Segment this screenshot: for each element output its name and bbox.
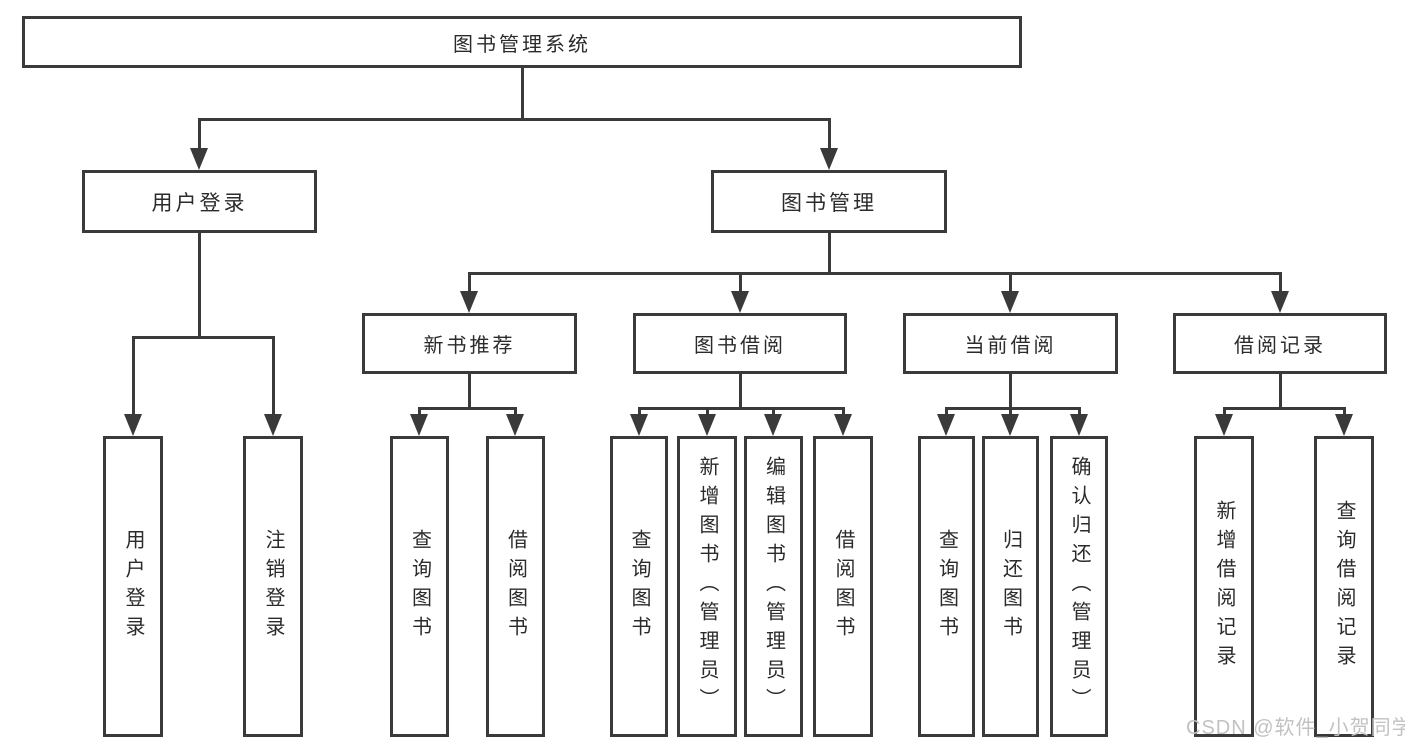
node-label: 图书管理	[781, 191, 877, 215]
connector-drop	[944, 407, 948, 415]
arrowhead-down-icon	[937, 414, 955, 436]
node-label: 图书借阅	[694, 335, 786, 357]
connector-drop	[1222, 407, 1226, 415]
arrowhead-down-icon	[630, 414, 648, 436]
connector-stub	[1008, 374, 1012, 410]
watermark: CSDN @软件_小贺同学	[1186, 717, 1405, 739]
connector-drop	[1008, 272, 1012, 292]
leaf-query-books: 查询图书	[390, 436, 449, 737]
node-label: 注销登录	[262, 528, 284, 645]
arrowhead-down-icon	[820, 148, 838, 170]
arrowhead-down-icon	[834, 414, 852, 436]
arrowhead-down-icon	[698, 414, 716, 436]
node-book-management: 图书管理	[711, 170, 947, 233]
connector-drop	[513, 407, 517, 415]
connector-drop	[637, 407, 641, 415]
node-label: 确认归还（管理员）	[1068, 456, 1090, 717]
node-user-login: 用户登录	[82, 170, 317, 233]
node-book-borrow: 图书借阅	[633, 313, 847, 374]
node-label: 编辑图书（管理员）	[762, 456, 785, 717]
node-label: 新增图书（管理员）	[696, 456, 718, 717]
connector-drop	[705, 407, 709, 415]
arrowhead-down-icon	[190, 148, 208, 170]
leaf-confirm-return-admin: 确认归还（管理员）	[1050, 436, 1108, 737]
leaf-edit-book-admin: 编辑图书（管理员）	[744, 436, 803, 737]
connector-stub	[520, 68, 524, 121]
leaf-logout: 注销登录	[243, 436, 303, 737]
arrowhead-down-icon	[506, 414, 524, 436]
node-current-borrow: 当前借阅	[903, 313, 1118, 374]
connector-stub	[1278, 374, 1282, 410]
connector-drop	[1342, 407, 1346, 415]
arrowhead-down-icon	[731, 291, 749, 313]
arrowhead-down-icon	[124, 414, 142, 436]
node-label: 借阅图书	[504, 528, 527, 645]
node-label: 图书管理系统	[453, 33, 591, 56]
connector-stub	[738, 374, 742, 410]
connector-drop	[197, 118, 201, 149]
node-label: 归还图书	[999, 528, 1022, 645]
node-label: 查询图书	[935, 528, 958, 645]
node-root: 图书管理系统	[22, 16, 1022, 68]
leaf-add-borrow-record: 新增借阅记录	[1194, 436, 1254, 737]
node-label: 查询图书	[628, 528, 650, 645]
node-label: 查询借阅记录	[1333, 499, 1355, 674]
connector-drop	[271, 336, 275, 415]
arrowhead-down-icon	[1335, 414, 1353, 436]
arrowhead-down-icon	[1001, 291, 1019, 313]
leaf-query-books: 查询图书	[610, 436, 668, 737]
node-label: 查询图书	[408, 528, 431, 645]
connector-stub	[197, 233, 201, 339]
arrowhead-down-icon	[410, 414, 428, 436]
connector-drop	[1278, 272, 1282, 292]
arrowhead-down-icon	[1271, 291, 1289, 313]
leaf-query-books: 查询图书	[918, 436, 975, 737]
connector-drop	[131, 336, 135, 415]
leaf-user-login: 用户登录	[103, 436, 163, 737]
node-label: 新书推荐	[423, 335, 516, 357]
leaf-return-books: 归还图书	[982, 436, 1039, 737]
arrowhead-down-icon	[460, 291, 478, 313]
node-new-book-recommend: 新书推荐	[362, 313, 577, 374]
node-label: 借阅记录	[1234, 335, 1326, 357]
node-label: 用户登录	[122, 528, 144, 645]
connector-hline	[417, 407, 517, 410]
connector-hline	[944, 407, 1081, 410]
connector-drop	[738, 272, 742, 292]
arrowhead-down-icon	[264, 414, 282, 436]
leaf-add-book-admin: 新增图书（管理员）	[677, 436, 737, 737]
node-borrow-records: 借阅记录	[1173, 313, 1387, 374]
arrowhead-down-icon	[1215, 414, 1233, 436]
node-label: 当前借阅	[964, 335, 1057, 357]
connector-stub	[827, 233, 831, 275]
arrowhead-down-icon	[1070, 414, 1088, 436]
connector-hline	[637, 407, 845, 410]
connector-drop	[467, 272, 471, 292]
connector-drop	[1008, 407, 1012, 415]
arrowhead-down-icon	[764, 414, 782, 436]
leaf-query-borrow-record: 查询借阅记录	[1314, 436, 1374, 737]
connector-drop	[771, 407, 775, 415]
connector-drop	[841, 407, 845, 415]
leaf-borrow-books: 借阅图书	[486, 436, 545, 737]
connector-drop	[1077, 407, 1081, 415]
connector-stub	[467, 374, 471, 410]
node-label: 新增借阅记录	[1213, 499, 1235, 674]
connector-hline	[1222, 407, 1346, 410]
connector-hline	[467, 272, 1282, 275]
connector-hline	[197, 118, 831, 121]
connector-hline	[131, 336, 275, 339]
node-label: 借阅图书	[832, 528, 854, 645]
node-label: 用户登录	[151, 191, 248, 215]
leaf-borrow-books: 借阅图书	[813, 436, 873, 737]
connector-drop	[827, 118, 831, 149]
arrowhead-down-icon	[1001, 414, 1019, 436]
connector-drop	[417, 407, 421, 415]
